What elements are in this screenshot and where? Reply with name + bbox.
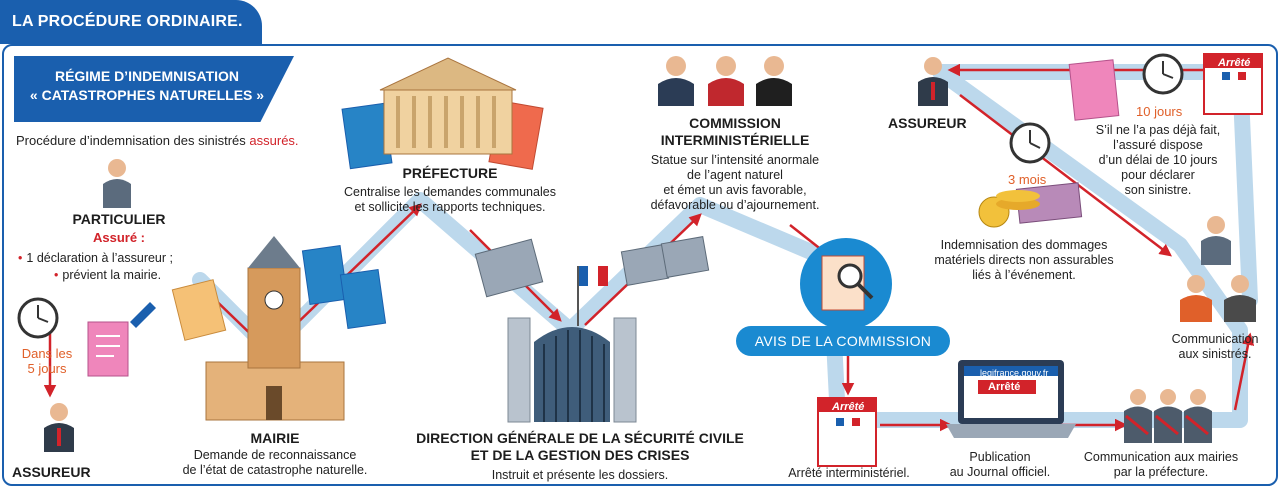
arrete-left-doc-title: Arrêté (832, 401, 865, 413)
mairie-building-icon (205, 236, 345, 421)
arrete-right-doc-title: Arrêté (1218, 57, 1251, 69)
laptop-doc-title: Arrêté (988, 381, 1021, 393)
regime-banner: RÉGIME D’INDEMNISATION « CATASTROPHES NA… (14, 56, 294, 122)
commission-title: COMMISSION INTERMINISTÉRIELLE (660, 115, 810, 148)
clock-icon-10-days (1142, 53, 1184, 95)
arrete-document-right-icon (1203, 53, 1263, 115)
mairie-document-icon (171, 279, 227, 341)
prefecture-description: Centralise les demandes communales et so… (344, 185, 556, 214)
particulier-bullets: •1 déclaration à l’assureur ; •prévient … (18, 250, 173, 284)
communication-mairies-text: Communication aux mairies par la préfect… (1083, 450, 1239, 479)
commission-people-icon (658, 56, 792, 106)
commission-description: Statue sur l’intensité anormale de l’age… (650, 153, 820, 212)
banner-line-2: « CATASTROPHES NATURELLES » (29, 87, 265, 103)
indemnisation-text: Indemnisation des dommages matériels dir… (934, 238, 1114, 282)
delay-5-days: Dans les 5 jours (21, 346, 73, 376)
dgscgc-building-icon (507, 266, 637, 423)
communication-sinistres-text: Communication aux sinistrés. (1171, 332, 1259, 361)
delay-10-days: 10 jours (1136, 104, 1183, 119)
clock-icon-5-days (17, 297, 59, 339)
declaration-pink-document-icon (1068, 59, 1120, 121)
sinistres-people-icon (1180, 216, 1256, 322)
clock-icon-3-months (1009, 122, 1051, 164)
indemnisation-money-icon (978, 182, 1083, 228)
prefecture-building-icon (379, 57, 517, 155)
mairie-title: MAIRIE (250, 430, 300, 446)
particulier-bullet-1: •1 déclaration à l’assureur ; (18, 251, 173, 265)
declaration-10-days-text: S’il ne l’a pas déjà fait, l’assuré disp… (1095, 123, 1221, 197)
arrete-label: Arrêté interministériel. (788, 466, 910, 480)
particulier-bullet-2: •prévient la mairie. (54, 268, 162, 282)
mairie-description: Demande de reconnaissance de l’état de c… (182, 448, 368, 477)
particulier-subtitle: Assuré : (92, 230, 146, 245)
legifrance-site: legifrance.gouv.fr (980, 368, 1049, 378)
intro-highlight: assurés. (249, 133, 299, 148)
arrete-document-left-icon (817, 397, 877, 467)
commission-review-icon (800, 238, 892, 330)
avis-commission-pill: AVIS DE LA COMMISSION (736, 326, 950, 356)
dgscgc-title: DIRECTION GÉNÉRALE DE LA SÉCURITÉ CIVILE… (416, 430, 744, 463)
delay-3-months: 3 mois (1008, 172, 1047, 187)
particulier-title: PARTICULIER (72, 211, 166, 227)
assureur-left-person-icon (44, 403, 74, 452)
dgscgc-description: Instruit et présente les dossiers. (491, 468, 669, 482)
prefecture-title: PRÉFECTURE (402, 165, 498, 181)
assureur-left-title: ASSUREUR (12, 464, 91, 480)
assureur-right-title: ASSUREUR (888, 115, 967, 131)
prefecture-officials-icon (1124, 389, 1212, 443)
intro-text: Procédure d’indemnisation des sinistrés … (16, 133, 299, 148)
declaration-document-icon (87, 302, 156, 377)
header-tab: LA PROCÉDURE ORDINAIRE. (0, 0, 262, 44)
dossiers-documents-icon (301, 236, 710, 329)
banner-line-1: RÉGIME D’INDEMNISATION (54, 68, 240, 84)
particulier-person-icon (103, 159, 131, 208)
assureur-right-person-icon (918, 57, 948, 106)
laptop-journal-officiel-icon (946, 360, 1076, 438)
publication-text: Publication au Journal officiel. (949, 450, 1051, 479)
